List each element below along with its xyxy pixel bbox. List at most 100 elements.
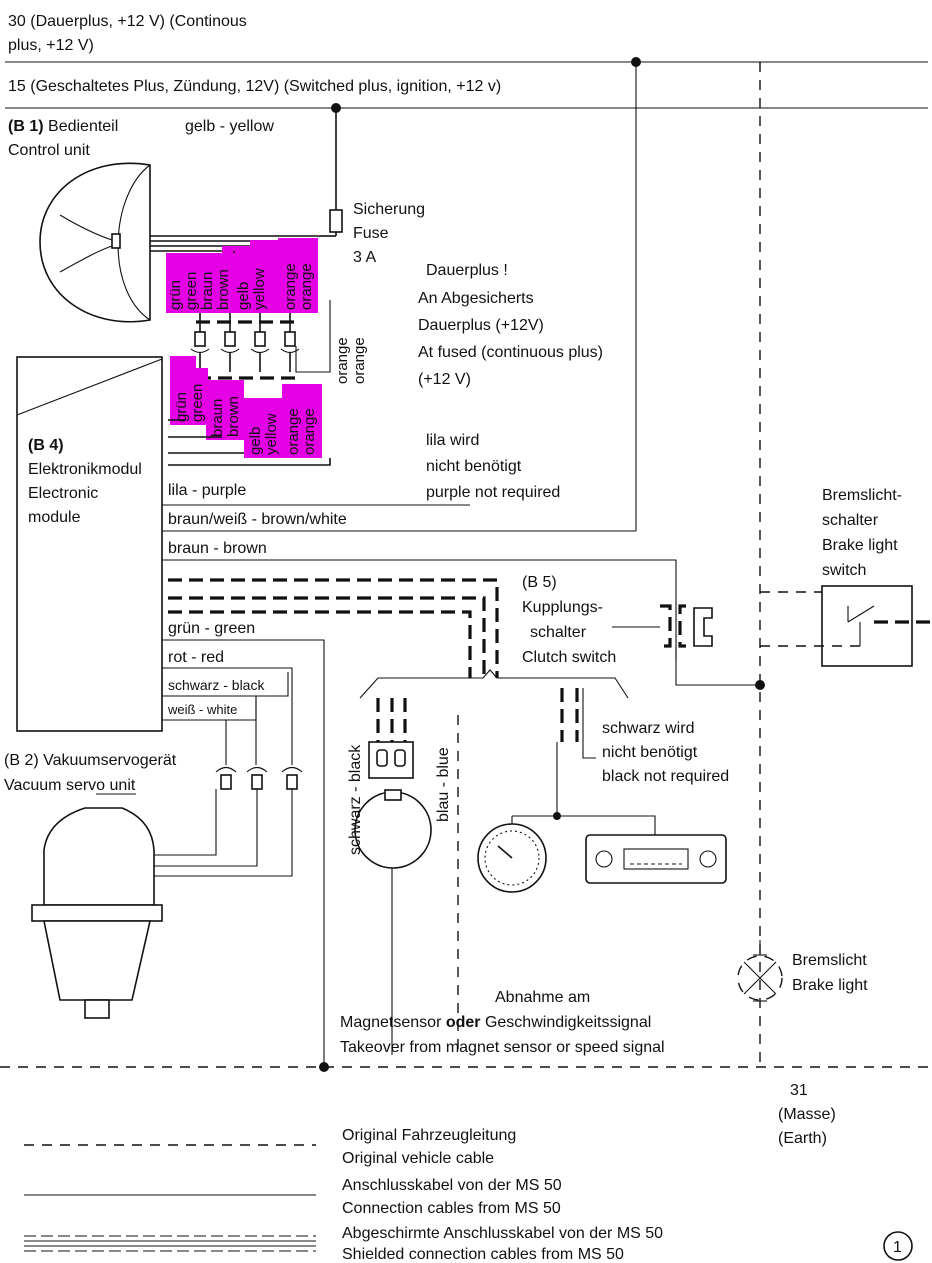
b4-label-3: module: [28, 509, 81, 526]
earth-label-de: (Masse): [778, 1106, 836, 1123]
legend-shielded-de: Abgeschirmte Anschlusskabel von der MS 5…: [342, 1225, 663, 1242]
plug-connectors-servo: [215, 766, 303, 790]
legend-original-en: Original vehicle cable: [342, 1150, 494, 1167]
shielded-cable-bundle: [168, 578, 629, 699]
wire-white-box: [161, 700, 257, 721]
wire-label-brown: braun - brown: [168, 540, 267, 557]
lila-note-1: lila wird: [426, 432, 479, 449]
lower-color-labels: grün green braun brown gelb yellow orang…: [170, 356, 322, 458]
legend-original-de: Original Fahrzeugleitung: [342, 1127, 516, 1144]
wire-label-black: schwarz - black: [168, 677, 265, 693]
car-radio-icon: [585, 834, 727, 884]
terminal-30-label: 30 (Dauerplus, +12 V) (Continous: [8, 13, 247, 30]
wire-label-brown-white: braun/weiß - brown/white: [168, 511, 347, 528]
svg-text:braun: braun: [199, 272, 216, 310]
electronic-module-box: [16, 356, 163, 732]
b4-tag: (B 4): [28, 437, 64, 454]
svg-text:green: green: [183, 272, 200, 310]
takeover-label-3: Takeover from magnet sensor or speed sig…: [340, 1039, 665, 1056]
junction-dot-brake: [755, 680, 765, 690]
wire-label-red: rot - red: [168, 649, 224, 666]
black-note-1: schwarz wird: [602, 720, 694, 737]
earth-label-en: (Earth): [778, 1130, 827, 1147]
magnet-sensor-icon: [354, 698, 432, 1055]
b5-label-2: schalter: [530, 624, 587, 641]
lila-note-3: purple not required: [426, 484, 560, 501]
b4-label-1: Elektronikmodul: [28, 461, 142, 478]
brake-switch-label-3: Brake light: [822, 537, 898, 554]
svg-text:orange: orange: [282, 263, 299, 310]
earth-number: 31: [790, 1082, 808, 1099]
wire-brown: [162, 559, 760, 686]
sensor-wire-black-label: schwarz - black: [347, 744, 364, 855]
dauerplus-note-3: Dauerplus (+12V): [418, 317, 544, 334]
brake-light-label-en: Brake light: [792, 977, 868, 994]
takeover-label-2: Magnetsensor oder Geschwindigkeitssignal: [340, 1014, 651, 1031]
b4-label-2: Electronic: [28, 485, 98, 502]
upper-color-labels: grün green braun brown gelb yellow orang…: [166, 238, 318, 313]
orange-side-wire: [295, 300, 331, 373]
clutch-switch-icon: [612, 604, 713, 660]
fuse-symbol: [329, 209, 343, 233]
brake-light-switch-icon: [760, 585, 932, 667]
fuse-label-en: Fuse: [353, 225, 389, 242]
legend-connection-de: Anschlusskabel von der MS 50: [342, 1177, 562, 1194]
wire-label-yellow: gelb - yellow: [185, 118, 274, 135]
black-note-3: black not required: [602, 768, 729, 785]
dauerplus-note-1: Dauerplus !: [426, 262, 508, 279]
svg-text:brown: brown: [225, 396, 242, 437]
speed-signal-cable: [511, 688, 656, 835]
wire-red: [162, 667, 293, 765]
svg-text:orange: orange: [298, 263, 315, 310]
svg-text:gelb: gelb: [247, 427, 264, 455]
b2-label-2: Vacuum servo unit: [4, 777, 136, 794]
svg-text:orange: orange: [301, 408, 318, 455]
b5-label-1: Kupplungs-: [522, 599, 603, 616]
b2-label-1: (B 2) Vakuumservogerät: [4, 752, 177, 769]
fuse-rating: 3 A: [353, 249, 376, 266]
wire-black-box: [161, 672, 289, 697]
page-marker-circle: [883, 1231, 913, 1261]
speedometer-icon: [477, 823, 547, 893]
page-marker-number: 1: [893, 1239, 902, 1256]
terminal-30-label-cont: plus, +12 V): [8, 37, 94, 54]
orange-side-label-en: orange: [351, 337, 368, 384]
legend-connection-en: Connection cables from MS 50: [342, 1200, 561, 1217]
wire-green: [162, 639, 325, 1067]
brake-light-icon: [737, 940, 783, 1002]
takeover-label-1: Abnahme am: [495, 989, 590, 1006]
svg-text:yellow: yellow: [263, 413, 280, 455]
control-unit-icon: [39, 162, 320, 323]
wire-label-purple: lila - purple: [168, 482, 246, 499]
dauerplus-note-2: An Abgesicherts: [418, 290, 534, 307]
b1-label: (B 1) Bedienteil: [8, 118, 118, 135]
svg-text:green: green: [189, 384, 206, 422]
sensor-wire-blue-label: blau - blue: [435, 747, 452, 822]
lila-note-2: nicht benötigt: [426, 458, 522, 475]
brake-switch-label-4: switch: [822, 562, 866, 579]
dauerplus-note-5: (+12 V): [418, 371, 471, 388]
svg-text:braun: braun: [209, 399, 226, 437]
b5-label-3: Clutch switch: [522, 649, 616, 666]
black-note-2: nicht benötigt: [602, 744, 698, 761]
b1-label-en: Control unit: [8, 142, 90, 159]
svg-text:brown: brown: [215, 269, 232, 310]
wire-label-green: grün - green: [168, 620, 255, 637]
fuse-label-de: Sicherung: [353, 201, 425, 218]
earth-junction-dot: [319, 1062, 329, 1072]
vacuum-servo-icon: [31, 789, 293, 1019]
terminal-15-label: 15 (Geschaltetes Plus, Zündung, 12V) (Sw…: [8, 78, 501, 95]
b5-tag: (B 5): [522, 574, 557, 591]
brake-light-label-de: Bremslicht: [792, 952, 867, 969]
orange-side-label-de: orange: [334, 337, 351, 384]
svg-text:orange: orange: [285, 408, 302, 455]
dauerplus-note-4: At fused (continuous plus): [418, 344, 603, 361]
svg-text:yellow: yellow: [251, 268, 268, 310]
svg-text:grün: grün: [173, 392, 190, 422]
svg-text:gelb: gelb: [235, 282, 252, 310]
brake-switch-label-1: Bremslicht-: [822, 487, 902, 504]
legend-shielded-en: Shielded connection cables from MS 50: [342, 1246, 624, 1263]
plug-connectors-upper: [190, 331, 300, 372]
wire-stub-4: [168, 458, 331, 466]
